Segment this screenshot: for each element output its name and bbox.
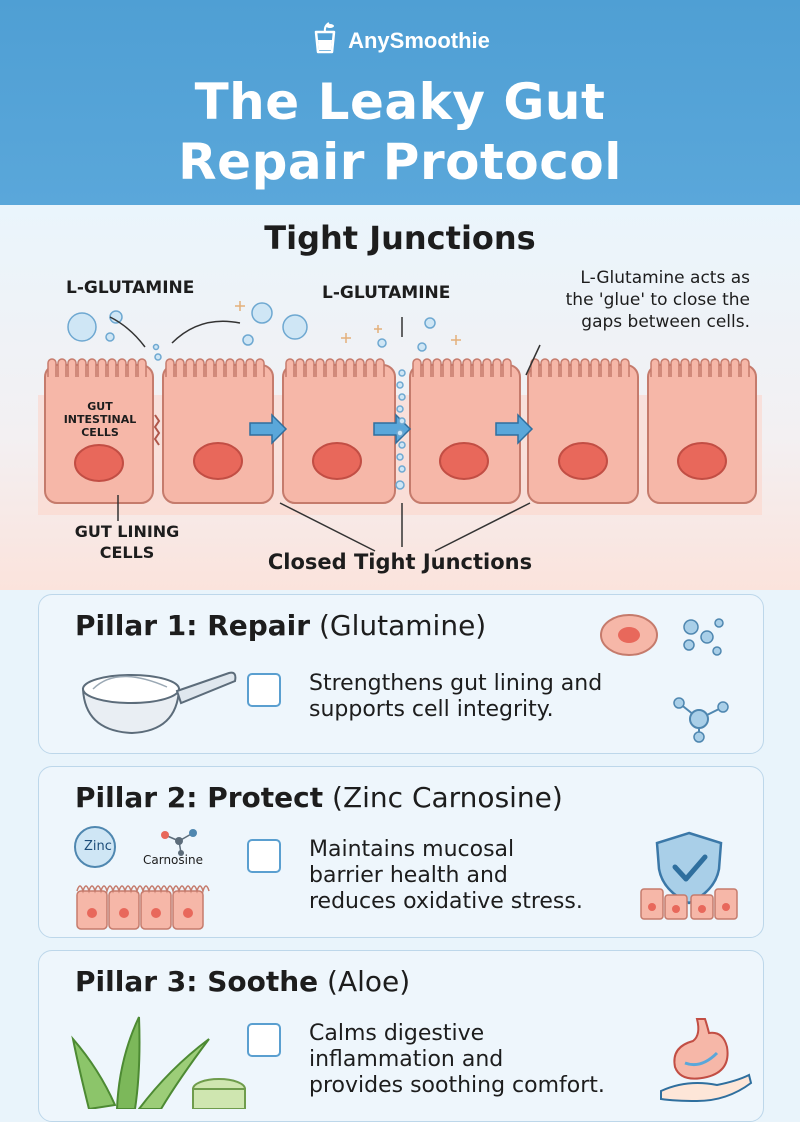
cells-label-line-1: GUT — [87, 400, 113, 413]
pillar-2-description: Maintains mucosal barrier health and red… — [309, 837, 583, 915]
pillar-3-title-rest: (Aloe) — [327, 965, 411, 998]
gut-lining-label: GUT LINING CELLS — [52, 521, 202, 563]
aloe-leaf-icon — [71, 1016, 246, 1109]
cells-label-line-2: INTESTINAL — [63, 413, 137, 426]
scoop-powder-icon — [81, 671, 237, 735]
stomach-hand-icon — [660, 1018, 753, 1103]
pillar-3-title: Pillar 3: Soothe (Aloe) — [75, 965, 410, 998]
lining-label-line-2: CELLS — [99, 543, 155, 562]
note-line-1: L-Glutamine acts as — [580, 268, 750, 288]
intestinal-cells-label: GUT INTESTINAL CELLS — [50, 400, 150, 439]
pillar-1-checkbox[interactable] — [247, 673, 281, 707]
cell-molecule-icon — [600, 614, 729, 743]
title-line-2: Repair Protocol — [178, 133, 622, 191]
zinc-carnosine-cells-icon — [74, 826, 210, 930]
pillar-2-title-bold: Pillar 2: Protect — [75, 781, 324, 814]
diagram-heading: Tight Junctions — [264, 219, 536, 257]
header: AnySmoothie The Leaky Gut Repair Protoco… — [0, 0, 800, 205]
cells-label-line-3: CELLS — [81, 426, 119, 439]
tight-junctions-diagram: Tight Junctions L-GLUTAMINE L-GLUTAMINE … — [0, 205, 800, 590]
pillar-2-desc-line-1: Maintains mucosal — [309, 837, 515, 862]
pillar-2-desc-line-3: reduces oxidative stress. — [309, 889, 583, 914]
cell-illustration — [38, 301, 762, 552]
pillar-2-checkbox[interactable] — [247, 839, 281, 873]
pillar-2-desc-line-2: barrier health and — [309, 863, 508, 888]
pillar-card-3: Pillar 3: Soothe (Aloe) Calms digestive … — [38, 950, 764, 1122]
pillar-1-desc-line-2: supports cell integrity. — [309, 697, 554, 722]
pillar-3-description: Calms digestive inflammation and provide… — [309, 1021, 605, 1099]
pillar-card-2: Pillar 2: Protect (Zinc Carnosine) Zinc … — [38, 766, 764, 938]
microvilli — [47, 358, 750, 377]
zinc-label: Zinc — [84, 839, 112, 854]
pillar-1-title-bold: Pillar 1: Repair — [75, 609, 311, 642]
pillar-3-desc-line-1: Calms digestive — [309, 1021, 485, 1046]
pillar-1-desc-line-1: Strengthens gut lining and — [309, 671, 603, 696]
closed-tight-junctions-label: Closed Tight Junctions — [267, 550, 533, 574]
pillar-1-description: Strengthens gut lining and supports cell… — [309, 671, 602, 723]
cell-row — [44, 364, 757, 504]
pointer-arrows — [109, 316, 541, 552]
pillar-2-title: Pillar 2: Protect (Zinc Carnosine) — [75, 781, 563, 814]
pillar-2-title-rest: (Zinc Carnosine) — [332, 781, 563, 814]
label-glutamine-center: L-GLUTAMINE — [322, 283, 451, 303]
pillar-card-1: Pillar 1: Repair (Glutamine) Strengthens… — [38, 594, 764, 754]
glutamine-bubbles — [67, 302, 436, 490]
tight-junction — [153, 414, 161, 446]
glutamine-note: L-Glutamine acts as the 'glue' to close … — [500, 267, 750, 333]
note-line-2: the 'glue' to close the — [565, 290, 750, 310]
pillar-3-desc-line-3: provides soothing comfort. — [309, 1073, 605, 1098]
pillar-3-title-bold: Pillar 3: Soothe — [75, 965, 319, 998]
carnosine-label: Carnosine — [143, 853, 203, 867]
brand: AnySmoothie — [0, 22, 800, 54]
pillar-3-checkbox[interactable] — [247, 1023, 281, 1057]
pillar-3-desc-line-2: inflammation and — [309, 1047, 504, 1072]
cell-4 — [409, 364, 521, 504]
sparkles — [235, 301, 461, 345]
cell-5 — [527, 364, 639, 504]
title-line-1: The Leaky Gut — [194, 73, 606, 131]
page-title: The Leaky Gut Repair Protocol — [0, 72, 800, 192]
cell-6 — [647, 364, 757, 504]
note-line-3: gaps between cells. — [581, 312, 750, 332]
lining-label-line-1: GUT LINING — [74, 522, 180, 541]
smoothie-cup-icon — [314, 22, 336, 54]
brand-name: AnySmoothie — [348, 28, 490, 53]
shield-check-icon — [640, 831, 738, 920]
pillar-1-title: Pillar 1: Repair (Glutamine) — [75, 609, 486, 642]
label-glutamine-left: L-GLUTAMINE — [66, 278, 195, 298]
pillar-1-title-rest: (Glutamine) — [319, 609, 487, 642]
